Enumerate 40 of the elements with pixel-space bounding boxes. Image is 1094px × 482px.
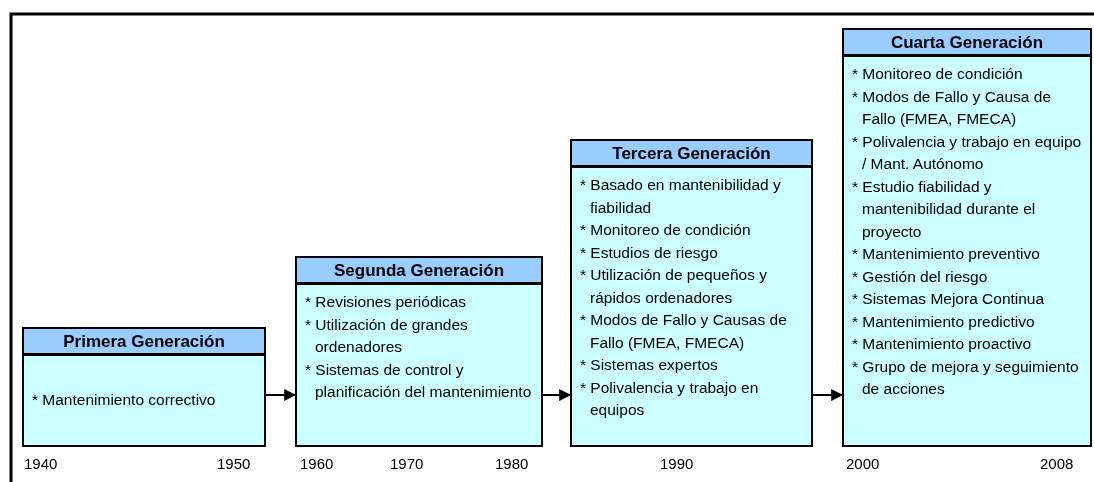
year-label: 1970 xyxy=(390,455,424,472)
generation-title: Segunda Generación xyxy=(297,258,541,285)
bullet-item: * Polivalencia y trabajo en equipo / Mant. Autónomo xyxy=(851,131,1083,174)
bullet-item: * Modos de Fallo y Causas de Fallo (FMEA, FMECA) xyxy=(579,310,788,353)
arrow xyxy=(265,389,297,401)
bullet-item: * Utilización de grandes ordenadores xyxy=(304,314,469,357)
bullet-item: * Mantenimiento predictivo xyxy=(851,311,1036,332)
year-label: 1960 xyxy=(300,455,334,472)
year-label: 1990 xyxy=(660,455,694,472)
generation-box xyxy=(295,256,543,447)
year-label: 1950 xyxy=(217,455,251,472)
bullet-item: * Mantenimiento proactivo xyxy=(851,334,1033,354)
bullet-item: * Monitoreo de condición xyxy=(851,64,1024,84)
generation-title: Primera Generación xyxy=(24,329,264,356)
bullet-item: * Sistemas de control y planificación del mantenimiento xyxy=(304,359,533,402)
bullet-item: * Sistemas expertos xyxy=(579,355,719,375)
bullet-item: * Utilización de pequeños y rápidos ordenadores xyxy=(579,265,768,308)
generation-box xyxy=(570,139,813,447)
bullet-item: * Revisiones periódicas xyxy=(304,292,468,312)
generation-title: Cuarta Generación xyxy=(844,30,1090,57)
arrow xyxy=(812,389,844,401)
bullet-item: * Modos de Fallo y Causa de Fallo (FMEA, FMECA) xyxy=(851,86,1053,129)
generation-box xyxy=(22,327,266,447)
bullet-item: * Estudio fiabilidad y mantenibilidad durante el proyecto xyxy=(851,176,1037,242)
year-label: 2000 xyxy=(846,455,880,472)
year-label: 2008 xyxy=(1040,455,1074,472)
bullet-item: * Grupo de mejora y seguimiento de acciones xyxy=(851,356,1080,399)
bullet-item: * Polivalencia y trabajo en equipos xyxy=(579,377,760,420)
year-label: 1980 xyxy=(495,455,529,472)
bullet-item: * Monitoreo de condición xyxy=(579,220,752,240)
bullet-item: * Mantenimiento correctivo xyxy=(31,390,217,411)
bullet-item: * Estudios de riesgo xyxy=(579,242,719,263)
bullet-item: * Basado en mantenibilidad y fiabilidad xyxy=(579,175,782,218)
generation-title: Tercera Generación xyxy=(572,141,811,168)
year-label: 1940 xyxy=(24,455,58,472)
bullet-item: * Sistemas Mejora Continua xyxy=(851,289,1046,309)
bullet-item: * Mantenimiento preventivo xyxy=(851,244,1041,264)
arrow xyxy=(542,389,572,401)
generation-box xyxy=(842,28,1092,447)
bullet-item: * Gestión del riesgo xyxy=(851,266,989,287)
